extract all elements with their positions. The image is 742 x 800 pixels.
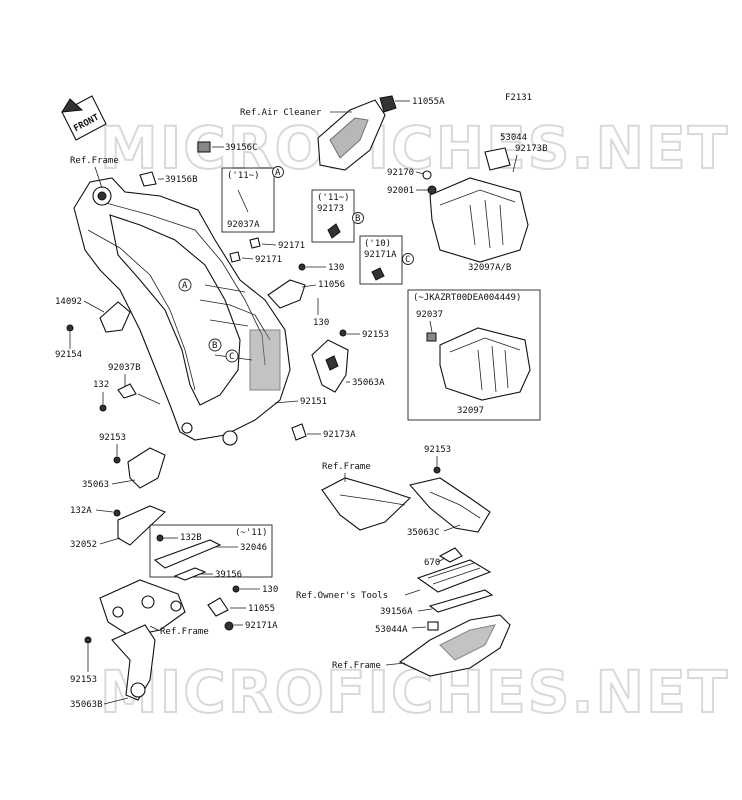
part-92154: 92154: [55, 350, 82, 360]
part-92171A-2: 92171A: [245, 621, 278, 631]
part-14092-drawing: [99, 301, 131, 333]
group-label-serial: (~JKAZRT00DEA004449): [413, 293, 521, 303]
owners-tools-drawing: [416, 559, 492, 593]
part-11055: 11055: [248, 604, 275, 614]
rear-frame-bracket-drawing: [321, 477, 491, 533]
marker-a-top: A: [275, 168, 281, 178]
part-35063B: 35063B: [70, 700, 103, 710]
part-92153-b: 92153: [99, 433, 126, 443]
ref-frame-top: Ref.Frame: [70, 156, 119, 166]
part-92151: 92151: [300, 397, 327, 407]
marker-b-top: B: [355, 214, 360, 224]
part-92037A: 92037A: [227, 220, 260, 230]
part-39156: 39156: [215, 570, 242, 580]
part-35063A: 35063A: [352, 378, 385, 388]
part-132: 132: [93, 380, 109, 390]
marker-b-frame: B: [212, 341, 217, 351]
part-32046: 32046: [240, 543, 267, 553]
ref-frame-lower: Ref.Frame: [160, 627, 209, 637]
front-arrow-icon: FRONT: [61, 95, 107, 141]
part-53044A: 53044A: [375, 625, 408, 635]
air-cleaner-drawing: [317, 95, 397, 171]
part-35063C: 35063C: [407, 528, 440, 538]
group-box-92171A: [359, 235, 403, 285]
marker-c-top: C: [405, 255, 410, 265]
part-11055A: 11055A: [412, 97, 445, 107]
part-92173A: 92173A: [323, 430, 356, 440]
part-32052: 32052: [70, 540, 97, 550]
part-39156A-drawing: [428, 589, 494, 613]
part-92153-d: 92153: [70, 675, 97, 685]
group-label-10: ('10): [364, 239, 391, 249]
ref-owners-tools: Ref.Owner's Tools: [296, 591, 388, 601]
part-92171-a: 92171: [278, 241, 305, 251]
part-670: 670: [424, 558, 440, 568]
group-label-11b: ('11~): [317, 193, 350, 203]
part-92170: 92170: [387, 168, 414, 178]
main-frame-drawing: [73, 177, 291, 446]
part-32097AB: 32097A/B: [468, 263, 511, 273]
figure-code: F2131: [505, 93, 532, 103]
part-11056-drawing: [267, 279, 306, 309]
part-14092: 14092: [55, 297, 82, 307]
part-132A: 132A: [70, 506, 92, 516]
ref-frame-mid: Ref.Frame: [322, 462, 371, 472]
part-132B: 132B: [180, 533, 202, 543]
part-39156C: 39156C: [225, 143, 258, 153]
marker-a-frame: A: [182, 281, 188, 291]
part-39156B: 39156B: [165, 175, 198, 185]
part-92173B: 92173B: [515, 144, 548, 154]
part-92153-c: 92153: [424, 445, 451, 455]
part-11056: 11056: [318, 280, 345, 290]
part-39156A: 39156A: [380, 607, 413, 617]
group-label-upto11: (~'11): [235, 528, 268, 538]
part-11055-drawing: [207, 597, 229, 617]
ref-air-cleaner: Ref.Air Cleaner: [240, 108, 322, 118]
group-box-serial: [407, 289, 541, 421]
part-35063-drawing: [127, 447, 166, 489]
part-130-c: 130: [262, 585, 278, 595]
part-92037: 92037: [416, 310, 443, 320]
footpeg-bracket-drawing: [99, 579, 186, 701]
part-92153-a: 92153: [362, 330, 389, 340]
part-32046-drawing: [153, 539, 222, 569]
part-35063: 35063: [82, 480, 109, 490]
part-53044: 53044: [500, 133, 527, 143]
part-670-drawing: [438, 547, 463, 563]
group-label-11: ('11~): [227, 171, 260, 181]
group-box-92037A: [221, 167, 275, 233]
group-box-upto11: [149, 524, 273, 578]
part-130-b: 130: [313, 318, 329, 328]
part-39156B-drawing: [139, 171, 157, 187]
watermark-top: MICROFICHES.NET: [100, 114, 729, 182]
marker-c-frame: C: [229, 352, 234, 362]
part-32052-drawing: [117, 505, 167, 546]
part-39156C-drawing: [197, 141, 211, 153]
part-130-a: 130: [328, 263, 344, 273]
seat-tray-drawing: [398, 614, 511, 677]
part-92171A: 92171A: [364, 250, 397, 260]
battery-case-drawing: [422, 147, 529, 263]
part-92001: 92001: [387, 186, 414, 196]
part-32097: 32097: [457, 406, 484, 416]
ref-frame-bottom: Ref.Frame: [332, 661, 381, 671]
part-92173: 92173: [317, 204, 344, 214]
part-92037B: 92037B: [108, 363, 141, 373]
battery-case-alt-drawing: [439, 327, 531, 401]
part-92171-b: 92171: [255, 255, 282, 265]
